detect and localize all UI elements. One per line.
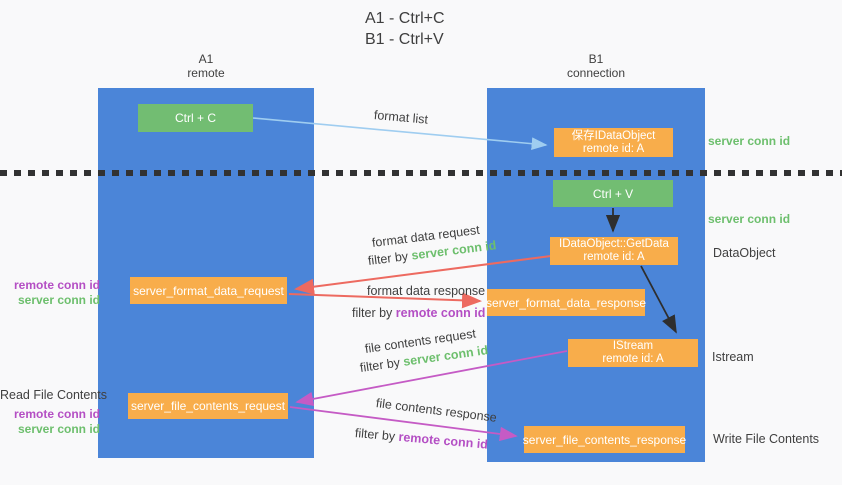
- title-line-1: A1 - Ctrl+C: [365, 10, 445, 27]
- file-response-box: server_file_contents_response: [522, 426, 687, 453]
- lifeline-a1-header: A1 remote: [98, 52, 314, 80]
- lifeline-a1-subtitle: remote: [187, 66, 225, 80]
- dataobject-annotation: DataObject: [713, 246, 776, 260]
- ctrl-v-box: Ctrl + V: [553, 180, 673, 207]
- read-file-contents-annotation: Read File Contents: [0, 388, 108, 402]
- filter-by-remote-conn-id-label-2: filter by remote conn id: [354, 426, 489, 452]
- file-request-label: server_file_contents_request: [130, 399, 286, 413]
- server-conn-id-annotation-1: server conn id: [17, 293, 100, 307]
- getdata-box: IDataObject::GetData remote id: A: [550, 237, 678, 265]
- separator-dotted-line: [0, 170, 842, 176]
- filter-by-remote-conn-id-label-1: filter by remote conn id: [352, 306, 486, 320]
- left-conn-id-group-1: remote conn id server conn id: [0, 278, 100, 308]
- write-file-contents-annotation: Write File Contents: [713, 432, 820, 446]
- save-idataobject-box: 保存IDataObject remote id: A: [554, 128, 673, 157]
- lifeline-b1-name: B1: [588, 52, 604, 66]
- save-idataobject-line2: remote id: A: [582, 142, 645, 155]
- format-request-label: server_format_data_request: [133, 283, 284, 298]
- server-conn-id-annotation-mid: server conn id: [708, 212, 791, 226]
- getdata-line1: IDataObject::GetData: [559, 238, 669, 250]
- istream-box: IStream remote id: A: [568, 339, 698, 367]
- istream-annotation: Istream: [712, 350, 754, 364]
- lifeline-b1-header: B1 connection: [487, 52, 705, 80]
- ctrl-v-label: Ctrl + V: [592, 186, 634, 201]
- remote-conn-id-annotation-2: remote conn id: [13, 407, 100, 421]
- format-request-box: server_format_data_request: [130, 277, 287, 304]
- lifeline-a1-name: A1: [198, 52, 214, 66]
- ctrl-c-label: Ctrl + C: [174, 111, 216, 125]
- left-conn-id-group-2: Read File Contents remote conn id server…: [0, 388, 108, 437]
- lifeline-b1-subtitle: connection: [566, 66, 626, 80]
- istream-line1: IStream: [612, 340, 654, 352]
- title-line-2: B1 - Ctrl+V: [365, 31, 444, 48]
- ctrl-c-box: Ctrl + C: [138, 104, 253, 132]
- istream-line2: remote id: A: [602, 353, 664, 365]
- format-data-response-label: format data response: [367, 284, 486, 298]
- file-contents-response-label: file contents response: [375, 396, 498, 425]
- format-response-label: server_format_data_response: [485, 295, 647, 310]
- save-idataobject-line1: 保存IDataObject: [571, 129, 656, 142]
- format-response-box: server_format_data_response: [485, 289, 647, 316]
- server-conn-id-annotation-top: server conn id: [708, 134, 791, 148]
- getdata-line2: remote id: A: [583, 251, 645, 263]
- server-conn-id-annotation-2: server conn id: [17, 422, 100, 436]
- diagram-title: A1 - Ctrl+C B1 - Ctrl+V: [365, 8, 445, 50]
- remote-conn-id-annotation-1: remote conn id: [13, 278, 100, 292]
- file-response-label: server_file_contents_response: [522, 432, 687, 447]
- format-list-label: format list: [373, 108, 429, 127]
- file-request-box: server_file_contents_request: [128, 393, 288, 419]
